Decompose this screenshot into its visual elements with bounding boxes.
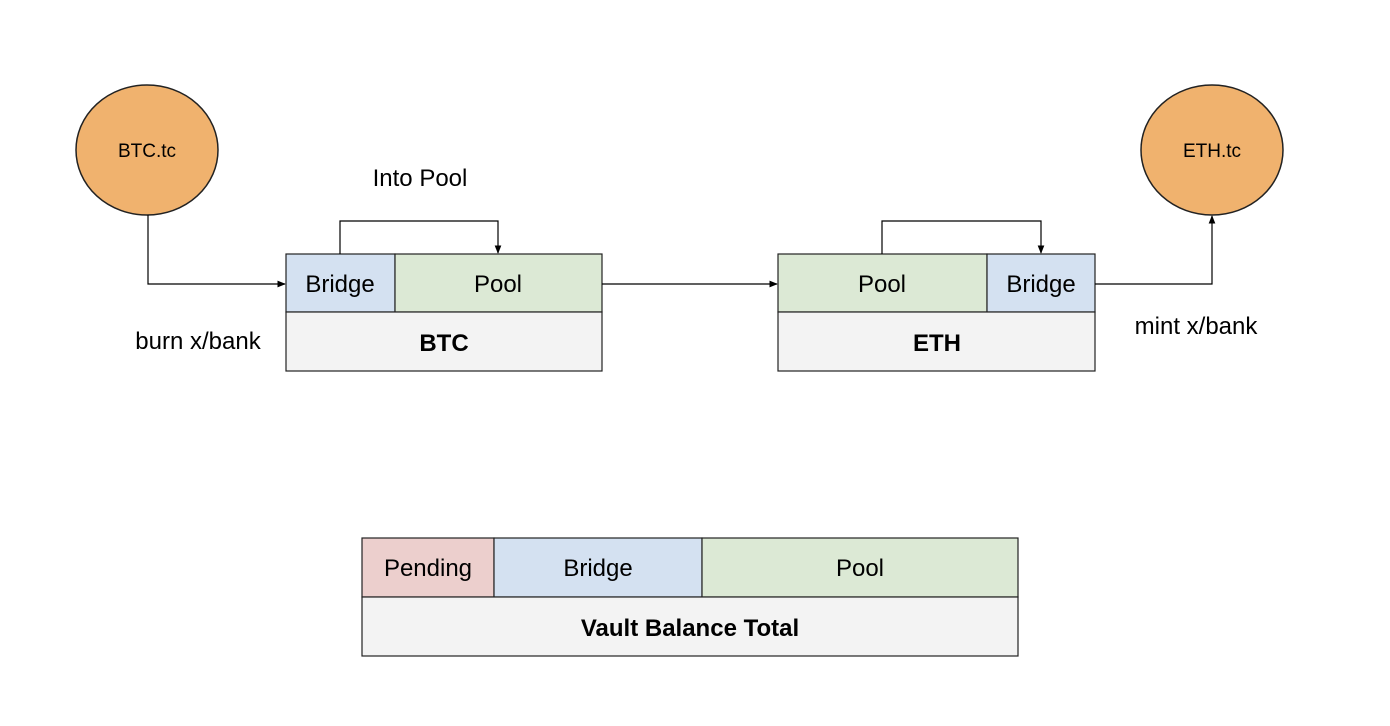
btc-base-cell bbox=[285, 311, 603, 372]
btc-vault: Bridge Pool BTC bbox=[285, 253, 603, 372]
eth-bridge-label: Bridge bbox=[1006, 271, 1075, 298]
eth-tc-circle bbox=[1140, 84, 1284, 216]
mint-arrow bbox=[1095, 215, 1216, 285]
mint-label: mint x/bank bbox=[1135, 313, 1259, 340]
eth-pool-label: Pool bbox=[858, 271, 906, 298]
eth-tc-label: ETH.tc bbox=[1183, 141, 1241, 162]
total-pool-label: Pool bbox=[836, 555, 884, 582]
eth-vault-title: ETH bbox=[913, 330, 961, 357]
total-bridge-label: Bridge bbox=[563, 555, 632, 582]
btc-bridge-label: Bridge bbox=[305, 271, 374, 298]
btc-vault-title: BTC bbox=[419, 330, 468, 357]
btc-tc-node: BTC.tc bbox=[75, 84, 219, 216]
total-base-cell bbox=[361, 596, 1019, 657]
vault-total-title: Vault Balance Total bbox=[581, 615, 799, 642]
total-pending-label: Pending bbox=[384, 555, 472, 582]
vault-balance-total: Pending Bridge Pool Vault Balance Total bbox=[361, 537, 1019, 657]
into-pool-label: Into Pool bbox=[373, 165, 468, 192]
eth-pool-bridge-arrow bbox=[881, 220, 1045, 254]
burn-arrow bbox=[147, 215, 286, 288]
btc-tc-circle bbox=[75, 84, 219, 216]
btc-tc-label: BTC.tc bbox=[118, 141, 176, 162]
btc-pool-cell bbox=[394, 253, 603, 313]
eth-base-cell bbox=[777, 311, 1096, 372]
into-pool-arrow bbox=[339, 220, 502, 254]
eth-tc-node: ETH.tc bbox=[1140, 84, 1284, 216]
btc-pool-label: Pool bbox=[474, 271, 522, 298]
eth-vault: Pool Bridge ETH bbox=[777, 253, 1096, 372]
burn-label: burn x/bank bbox=[135, 328, 261, 355]
eth-bridge-cell bbox=[986, 253, 1096, 313]
